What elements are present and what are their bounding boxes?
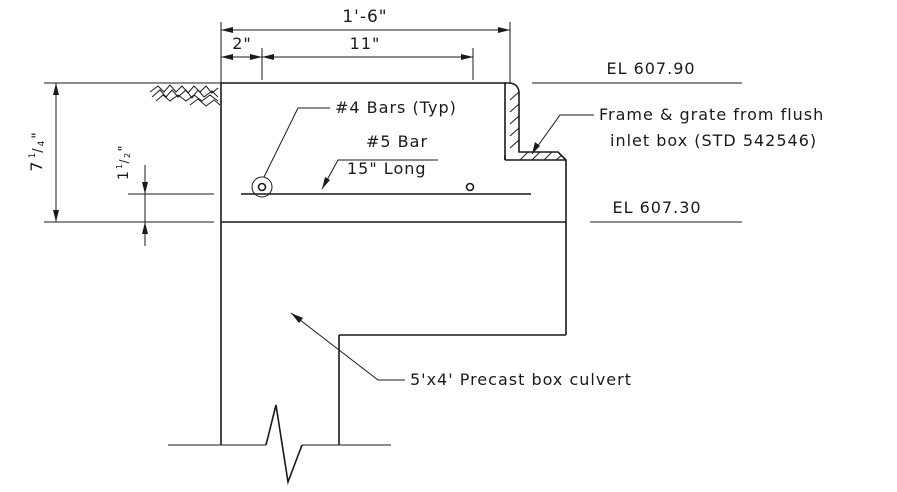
- dim-bar-cover: 1 1 / 2 ": [115, 145, 132, 180]
- dim-bar-span: 11": [350, 34, 381, 53]
- reinforcement: [241, 176, 531, 198]
- bar4-right: [465, 182, 475, 192]
- svg-text:": ": [117, 145, 132, 152]
- callout-bar5-length: 15" Long: [347, 159, 427, 178]
- svg-text:4: 4: [37, 140, 47, 147]
- callout-frame-line2: inlet box (STD 542546): [610, 131, 817, 150]
- dim-overall-width: 1'-6": [342, 7, 387, 27]
- leaders: [263, 107, 594, 381]
- callout-culvert: 5'x4' Precast box culvert: [410, 370, 632, 389]
- elevation-lines: [532, 82, 742, 223]
- callout-bar5-label: #5 Bar: [366, 132, 428, 151]
- svg-text:1: 1: [116, 170, 132, 180]
- left-dimensions: [44, 82, 221, 246]
- bar4-left-circle: [251, 176, 273, 198]
- elevation-top: EL 607.90: [606, 59, 695, 78]
- svg-text:": ": [30, 131, 46, 138]
- svg-text:/: /: [31, 147, 46, 152]
- svg-text:1: 1: [115, 163, 124, 169]
- ground-hatch: [149, 84, 221, 107]
- svg-text:2: 2: [123, 152, 132, 158]
- top-dimensions: [220, 22, 511, 83]
- callout-bars-typ: #4 Bars (Typ): [335, 98, 457, 117]
- bar4-left: [257, 182, 267, 192]
- elevation-bottom: EL 607.30: [612, 198, 701, 217]
- structure-outline: [168, 82, 567, 486]
- dim-cover: 2": [232, 34, 252, 53]
- callout-frame-line1: Frame & grate from flush: [599, 105, 824, 124]
- svg-text:1: 1: [28, 152, 38, 159]
- svg-text:/: /: [117, 158, 131, 163]
- dim-depth: 7 1 / 4 ": [27, 131, 47, 171]
- frame-hatch: [509, 91, 563, 161]
- svg-text:7: 7: [27, 160, 46, 171]
